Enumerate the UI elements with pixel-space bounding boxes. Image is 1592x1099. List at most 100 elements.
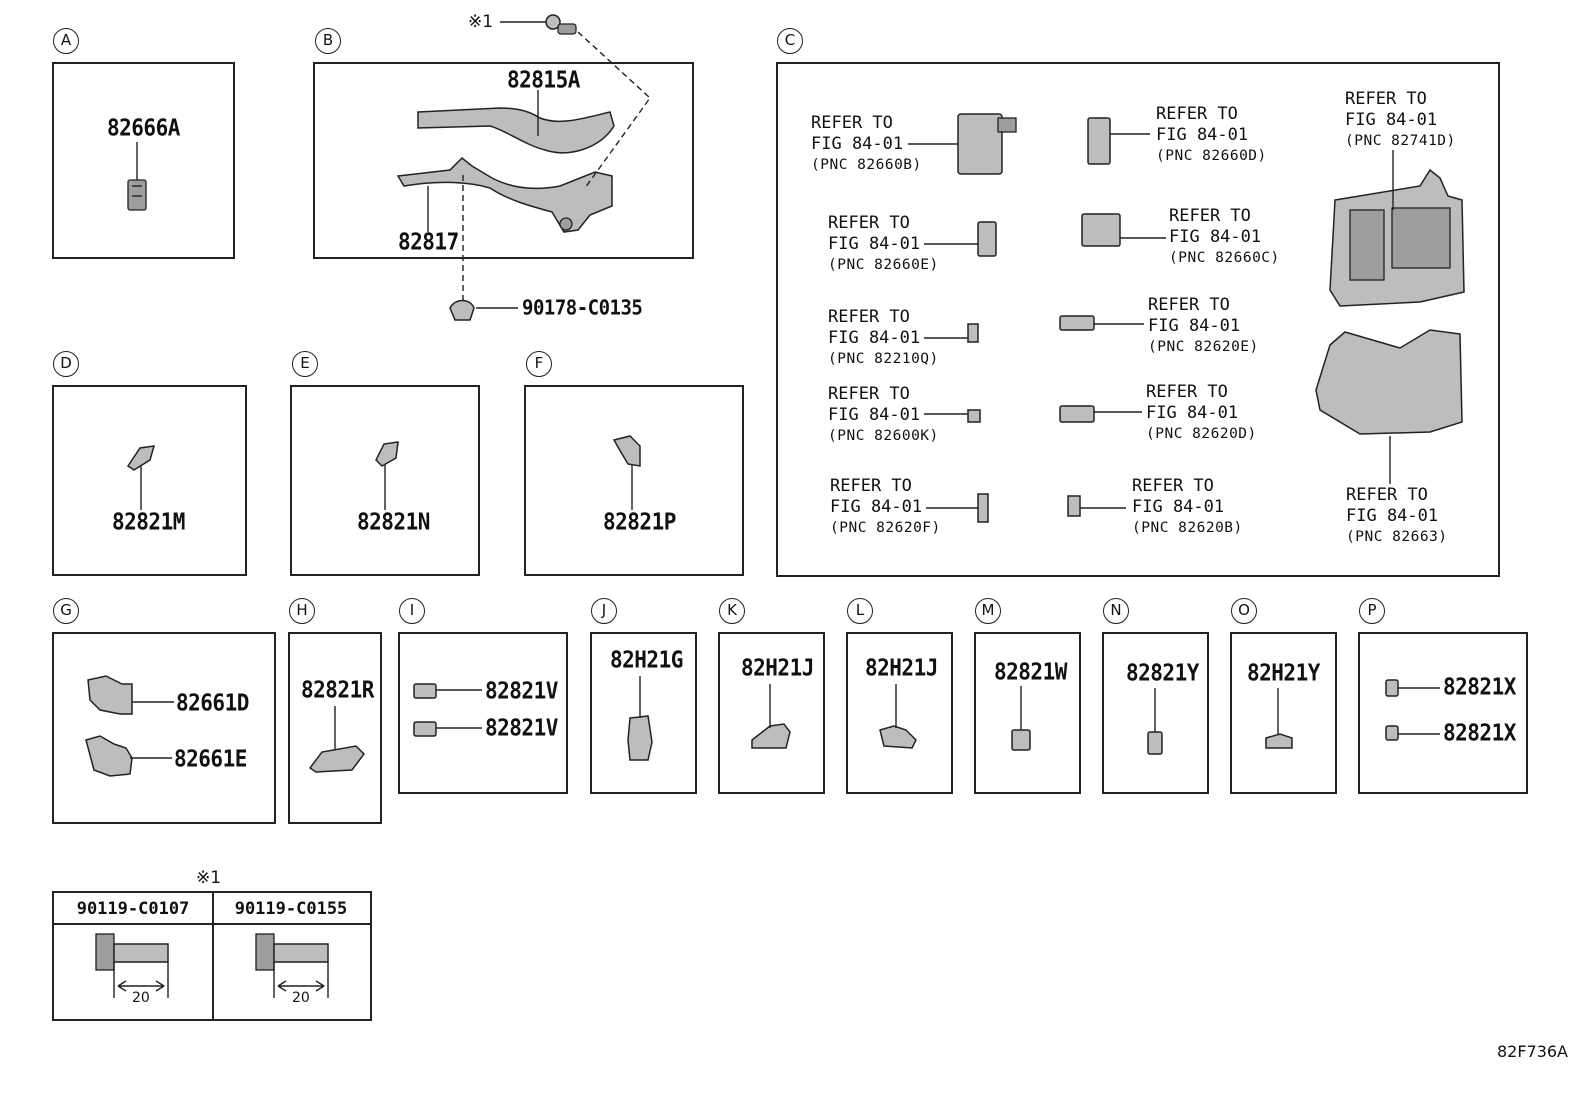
box-k: [718, 632, 825, 794]
connector-82661e-drawing: [85, 735, 172, 777]
section-label-b: B: [315, 28, 341, 54]
connector-82821x-a-drawing: [1385, 679, 1440, 697]
section-label-a: A: [53, 28, 79, 54]
ref-line: REFER TO: [828, 384, 910, 404]
ref-line: REFER TO: [1146, 382, 1228, 402]
ref-pnc: (PNC 82620E): [1148, 339, 1259, 355]
ref-line: FIG 84-01: [828, 405, 921, 425]
bolt-90119-c0155-drawing: [255, 933, 329, 998]
part-number-82815a: 82815A: [507, 67, 580, 93]
section-label-l: L: [847, 598, 873, 624]
box-a: [52, 62, 235, 259]
section-label-f: F: [526, 351, 552, 377]
bracket-82817-drawing: [396, 156, 613, 233]
section-label-c: C: [777, 28, 803, 54]
part-number-82821m: 82821M: [112, 509, 185, 535]
ref-line: FIG 84-01: [1346, 506, 1439, 526]
box-h: [288, 632, 382, 824]
ref-82741d: REFER TO FIG 84-01 (PNC 82741D): [1345, 89, 1456, 152]
section-label-p: P: [1359, 598, 1385, 624]
part-number-82821n: 82821N: [357, 509, 430, 535]
ref-pnc: (PNC 82660D): [1156, 148, 1267, 164]
ref-pnc: (PNC 82663): [1346, 529, 1448, 545]
ref-pnc: (PNC 82600K): [828, 428, 939, 444]
c-connector-82210q: [924, 323, 979, 343]
ref-line: REFER TO: [1345, 89, 1427, 109]
connector-82821p-drawing: [612, 435, 641, 510]
ref-line: REFER TO: [828, 307, 910, 327]
section-label-n: N: [1103, 598, 1129, 624]
ref-line: FIG 84-01: [811, 134, 904, 154]
box-m: [974, 632, 1081, 794]
ref-line: FIG 84-01: [1169, 227, 1262, 247]
ref-82620f: REFER TO FIG 84-01 (PNC 82620F): [830, 476, 941, 539]
c-connector-82660d: [1087, 117, 1150, 165]
part-number-82821y: 82821Y: [1126, 660, 1199, 686]
ref-82600k: REFER TO FIG 84-01 (PNC 82600K): [828, 384, 939, 447]
bolt-table-divider: [212, 893, 214, 1019]
screw-drawing: [500, 14, 577, 35]
box-o: [1230, 632, 1337, 794]
bolt-length: 20: [292, 990, 310, 1006]
part-number-82h21g: 82H21G: [610, 647, 683, 673]
c-connector-82620e: [1059, 315, 1144, 331]
section-label-e: E: [292, 351, 318, 377]
ref-82660b: REFER TO FIG 84-01 (PNC 82660B): [811, 113, 922, 176]
grommet-82821m-drawing: [126, 445, 156, 510]
ref-pnc: (PNC 82620D): [1146, 426, 1257, 442]
part-number-82821x-a: 82821X: [1443, 674, 1516, 700]
bolt-table-header: 90119-C0155: [212, 893, 370, 925]
section-label-m: M: [975, 598, 1001, 624]
ref-line: FIG 84-01: [1132, 497, 1225, 517]
connector-82h21y-drawing: [1265, 688, 1293, 749]
ref-pnc: (PNC 82660B): [811, 157, 922, 173]
connector-82821v-a-drawing: [413, 683, 482, 699]
connector-82661d-drawing: [87, 675, 174, 715]
bracket-82821r-drawing: [308, 706, 365, 773]
bolt-length: 20: [132, 990, 150, 1006]
part-number-82h21j-k: 82H21J: [741, 655, 814, 681]
ref-82620b: REFER TO FIG 84-01 (PNC 82620B): [1132, 476, 1243, 539]
ref-pnc: (PNC 82210Q): [828, 351, 939, 367]
part-number-82821v-a: 82821V: [485, 678, 558, 704]
c-box-82741d: [1329, 150, 1465, 307]
ref-line: REFER TO: [811, 113, 893, 133]
ref-pnc: (PNC 82660E): [828, 257, 939, 273]
c-connector-82620f: [926, 493, 989, 523]
ref-line: REFER TO: [1346, 485, 1428, 505]
bolt-90119-c0107-drawing: [95, 933, 169, 998]
c-connector-82620d: [1059, 405, 1142, 423]
part-number-82661d: 82661D: [176, 690, 249, 716]
box-f: [524, 385, 744, 576]
box-n: [1102, 632, 1209, 794]
ref-line: FIG 84-01: [1345, 110, 1438, 130]
connector-82821y-drawing: [1147, 688, 1163, 755]
box-p: [1358, 632, 1528, 794]
connector-82h21j-l-drawing: [879, 684, 917, 749]
box-c: [776, 62, 1500, 577]
ref-line: REFER TO: [1132, 476, 1214, 496]
ref-82660d: REFER TO FIG 84-01 (PNC 82660D): [1156, 104, 1267, 167]
box-j: [590, 632, 697, 794]
ref-82663: REFER TO FIG 84-01 (PNC 82663): [1346, 485, 1448, 548]
ref-82660c: REFER TO FIG 84-01 (PNC 82660C): [1169, 206, 1280, 269]
screw-note: ※1: [468, 12, 494, 32]
connector-82h21g-drawing: [627, 676, 653, 761]
box-l: [846, 632, 953, 794]
section-label-d: D: [53, 351, 79, 377]
ref-82660e: REFER TO FIG 84-01 (PNC 82660E): [828, 213, 939, 276]
section-label-h: H: [289, 598, 315, 624]
ref-line: FIG 84-01: [1156, 125, 1249, 145]
part-number-90178-c0135: 90178-C0135: [522, 296, 643, 320]
ref-line: FIG 84-01: [828, 234, 921, 254]
section-label-o: O: [1231, 598, 1257, 624]
connector-82666a-drawing: [127, 142, 147, 211]
part-number-82666a: 82666A: [107, 115, 180, 141]
ref-line: FIG 84-01: [1148, 316, 1241, 336]
part-number-82821v-b: 82821V: [485, 715, 558, 741]
ref-pnc: (PNC 82660C): [1169, 250, 1280, 266]
part-number-82h21y: 82H21Y: [1247, 660, 1320, 686]
bolt-table-note: ※1: [196, 868, 222, 888]
